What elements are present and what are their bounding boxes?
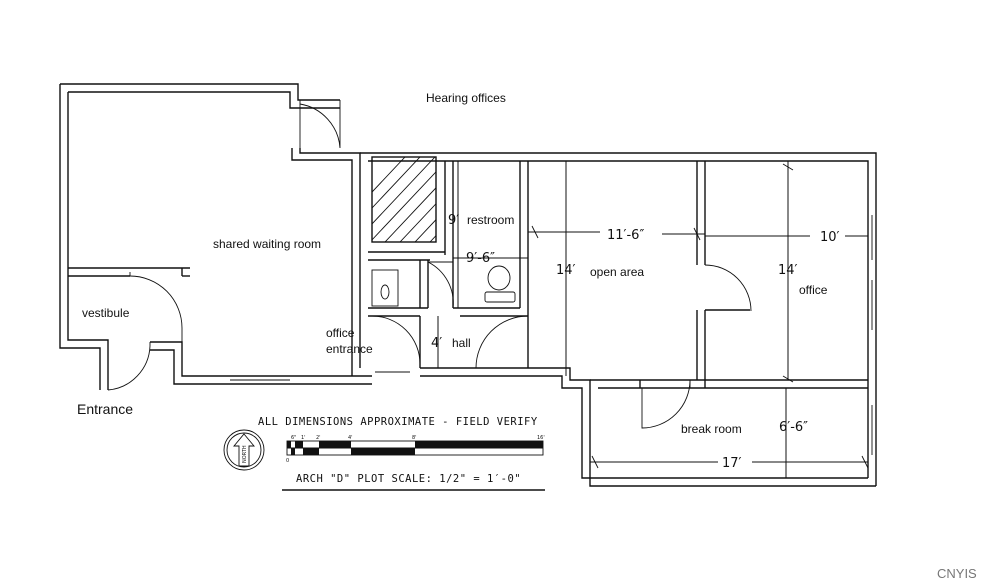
label-hearing-offices: Hearing offices [426,91,506,105]
label-vestibule: vestibule [82,306,130,320]
scale-tick-16ft: 16' [537,435,545,441]
watermark-logo: CNYIS [937,566,977,581]
room-labels: Hearing offices shared waiting room vest… [77,91,828,436]
dim-open-area-14: 14′ [556,263,576,278]
restroom-fixtures [371,265,516,307]
north-arrow-icon: NORTH [223,429,265,471]
doors [107,100,752,429]
scale-tick-1ft: 1' [301,435,306,441]
label-office-entrance-line1: office [326,326,355,340]
interior-walls [68,161,868,389]
dim-break-6-6: 6′-6″ [779,420,808,435]
dim-open-area-11-6: 11′-6″ [607,228,644,243]
toilet-icon [487,265,511,291]
label-open-area: open area [590,265,644,279]
dim-restroom-9: 9′ [448,213,459,228]
scale-tick-0: 0 [286,458,289,464]
dim-office-14: 14′ [778,263,798,278]
label-hall: hall [452,336,471,350]
label-entrance: Entrance [77,401,133,417]
label-shared-waiting-room: shared waiting room [213,237,321,251]
scale-bar: 0 6" 1' 2' 4' 8' 16' [286,435,545,464]
note-dimensions-approximate: ALL DIMENSIONS APPROXIMATE - FIELD VERIF… [258,416,538,428]
dimension-labels: 9′ 9′-6″ 4′ 14′ 11′-6″ 14′ 10′ 6′-6″ 17′ [431,213,840,471]
note-plot-scale: ARCH "D" PLOT SCALE: 1/2" = 1′-0" [296,473,521,485]
dim-office-10: 10′ [820,230,840,245]
dimension-lines [437,161,869,478]
north-label: NORTH [242,445,248,463]
plan-notes: ALL DIMENSIONS APPROXIMATE - FIELD VERIF… [258,416,545,491]
label-restroom: restroom [467,213,514,227]
scale-tick-2ft: 2' [316,435,321,441]
label-office-entrance-line2: entrance [326,342,373,356]
scale-tick-4ft: 4' [348,435,353,441]
dim-hall-4: 4′ [431,336,442,351]
label-break-room: break room [681,422,742,436]
dim-restroom-9-6: 9′-6″ [466,251,495,266]
dim-break-17: 17′ [722,456,742,471]
scale-tick-8ft: 8' [412,435,417,441]
outer-walls [59,83,877,487]
scale-tick-6in: 6" [291,435,296,441]
hatched-shaft [371,156,437,243]
label-office: office [799,283,828,297]
